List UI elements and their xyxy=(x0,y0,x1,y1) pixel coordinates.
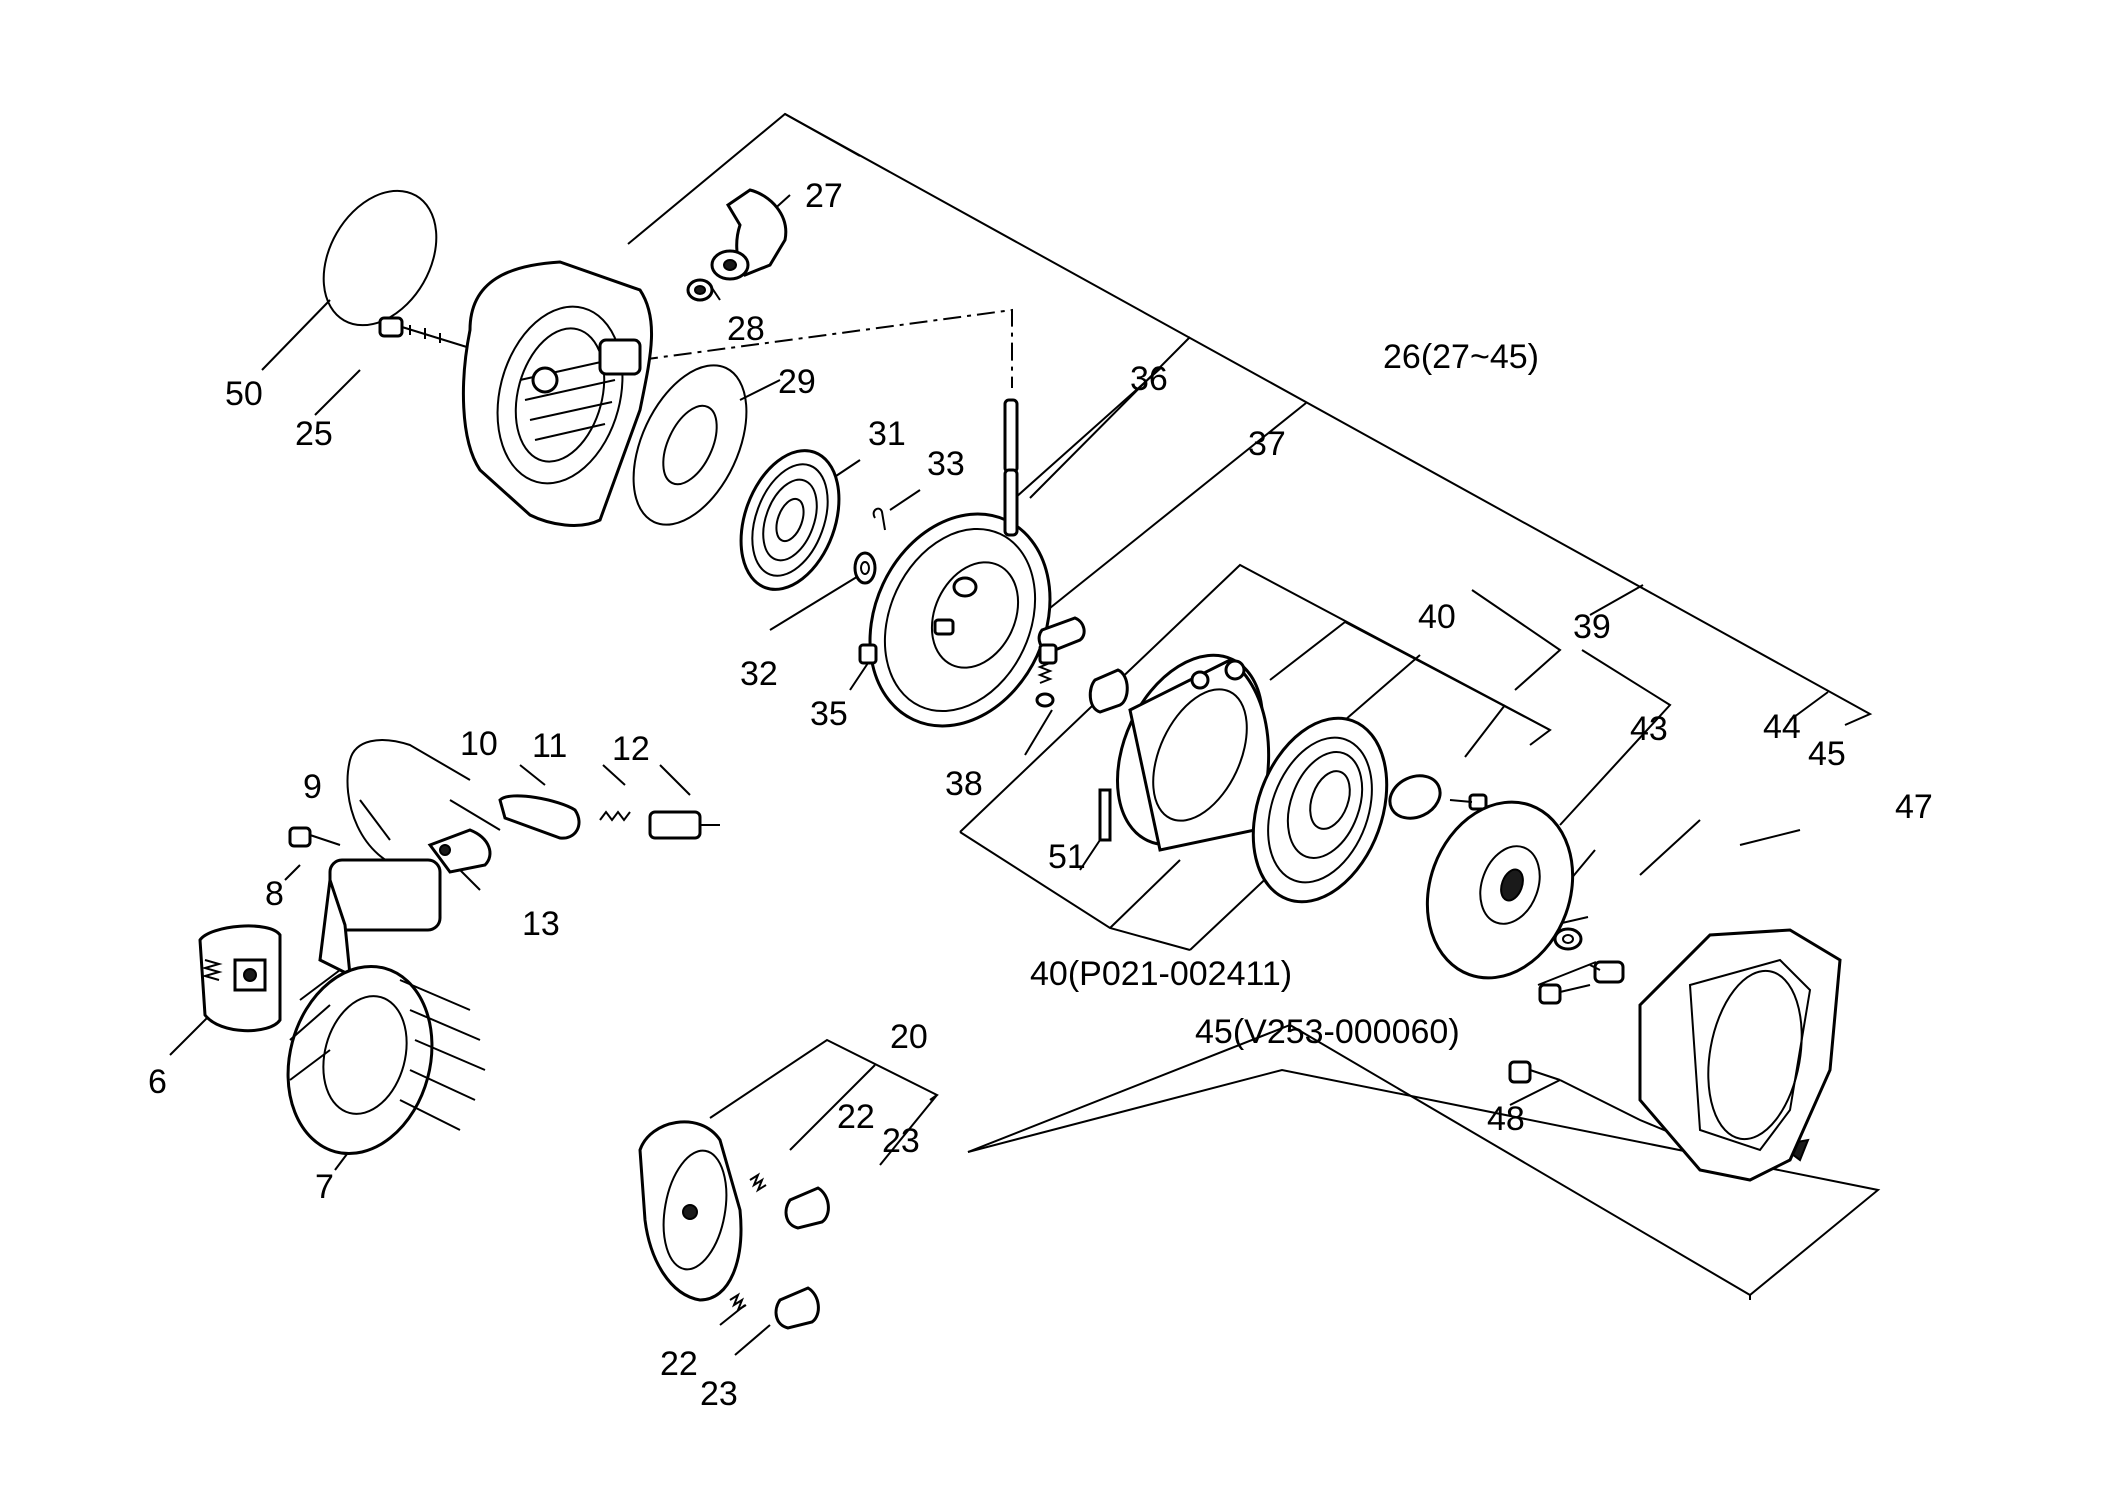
part-25-screw xyxy=(378,316,471,349)
label-25: 25 xyxy=(295,415,333,453)
label-31: 31 xyxy=(868,415,906,453)
part-45-bolt xyxy=(1589,960,1625,984)
part-33-clip xyxy=(872,507,886,531)
part-screw-small xyxy=(1449,793,1488,811)
part-23-pawl-b xyxy=(774,1286,820,1330)
label-22-lower: 22 xyxy=(660,1345,698,1383)
label-45-assembly: 45(V253-000060) xyxy=(1195,1013,1460,1051)
part-31-spring xyxy=(739,449,841,591)
label-6: 6 xyxy=(148,1063,167,1101)
label-38: 38 xyxy=(945,765,983,803)
part-32-washer xyxy=(853,551,877,585)
part-27-handle xyxy=(710,188,788,281)
label-45-top: 45 xyxy=(1808,735,1846,773)
part-starter-housing xyxy=(461,260,654,527)
part-47-fan-cover xyxy=(1638,928,1842,1182)
part-38-spring xyxy=(1035,662,1055,708)
bracket-lines xyxy=(169,112,1881,1356)
label-23-upper: 23 xyxy=(882,1122,920,1160)
part-23-pawl-a xyxy=(784,1186,830,1230)
label-50: 50 xyxy=(225,375,263,413)
label-43: 43 xyxy=(1630,710,1668,748)
part-9-coil xyxy=(318,739,471,978)
label-11: 11 xyxy=(532,727,567,765)
part-12-plug xyxy=(648,810,720,840)
label-9: 9 xyxy=(303,768,322,806)
part-7-flywheel xyxy=(286,964,486,1156)
label-37: 37 xyxy=(1248,425,1286,463)
label-44: 44 xyxy=(1763,708,1801,746)
part-44-washer xyxy=(1553,927,1583,951)
label-27: 27 xyxy=(805,177,843,215)
part-8-screw xyxy=(288,826,341,848)
part-43-cover xyxy=(1425,800,1575,980)
label-12: 12 xyxy=(612,730,650,768)
label-20: 20 xyxy=(890,1018,928,1056)
part-29-washer xyxy=(632,364,748,526)
part-48-screw xyxy=(1508,1060,1561,1084)
label-40-top: 40 xyxy=(1418,598,1456,636)
part-13-clip xyxy=(427,828,492,874)
part-40-coil xyxy=(1251,716,1389,904)
label-39: 39 xyxy=(1573,608,1611,646)
part-20-clutch-plate xyxy=(638,1120,743,1302)
part-28-nut xyxy=(686,278,714,302)
part-plate xyxy=(1388,774,1442,820)
label-33: 33 xyxy=(927,445,965,483)
label-10: 10 xyxy=(460,725,498,763)
label-13: 13 xyxy=(522,905,560,943)
part-40-drum xyxy=(1115,653,1271,852)
label-29: 29 xyxy=(778,363,816,401)
part-6-shoe xyxy=(198,924,282,1033)
part-35-reel xyxy=(858,512,1052,728)
label-8: 8 xyxy=(265,875,284,913)
part-22-spring-b xyxy=(729,1292,747,1313)
label-26: 26(27~45) xyxy=(1383,338,1539,376)
part-11-spring xyxy=(599,810,631,822)
part-sleeve xyxy=(1088,668,1129,714)
label-35: 35 xyxy=(810,695,848,733)
part-36-pin xyxy=(1003,398,1019,537)
label-23-lower: 23 xyxy=(700,1375,738,1413)
label-51: 51 xyxy=(1048,838,1086,876)
label-7: 7 xyxy=(315,1168,334,1206)
label-36: 36 xyxy=(1130,360,1168,398)
label-28: 28 xyxy=(727,310,765,348)
label-40-assembly: 40(P021-002411) xyxy=(1030,955,1292,993)
part-45b-screw xyxy=(1538,983,1591,1005)
part-37-pawl xyxy=(1037,616,1086,665)
part-labels: 50 25 27 28 29 31 33 36 37 26(27~45) 32 … xyxy=(148,177,1933,1413)
label-32: 32 xyxy=(740,655,778,693)
part-51-key xyxy=(1098,788,1112,842)
part-50-o-ring xyxy=(322,189,438,327)
label-48: 48 xyxy=(1487,1100,1525,1138)
label-22-upper: 22 xyxy=(837,1098,875,1136)
part-22-spring-a xyxy=(749,1172,767,1193)
label-47: 47 xyxy=(1895,788,1933,826)
part-10-cap xyxy=(498,794,581,840)
